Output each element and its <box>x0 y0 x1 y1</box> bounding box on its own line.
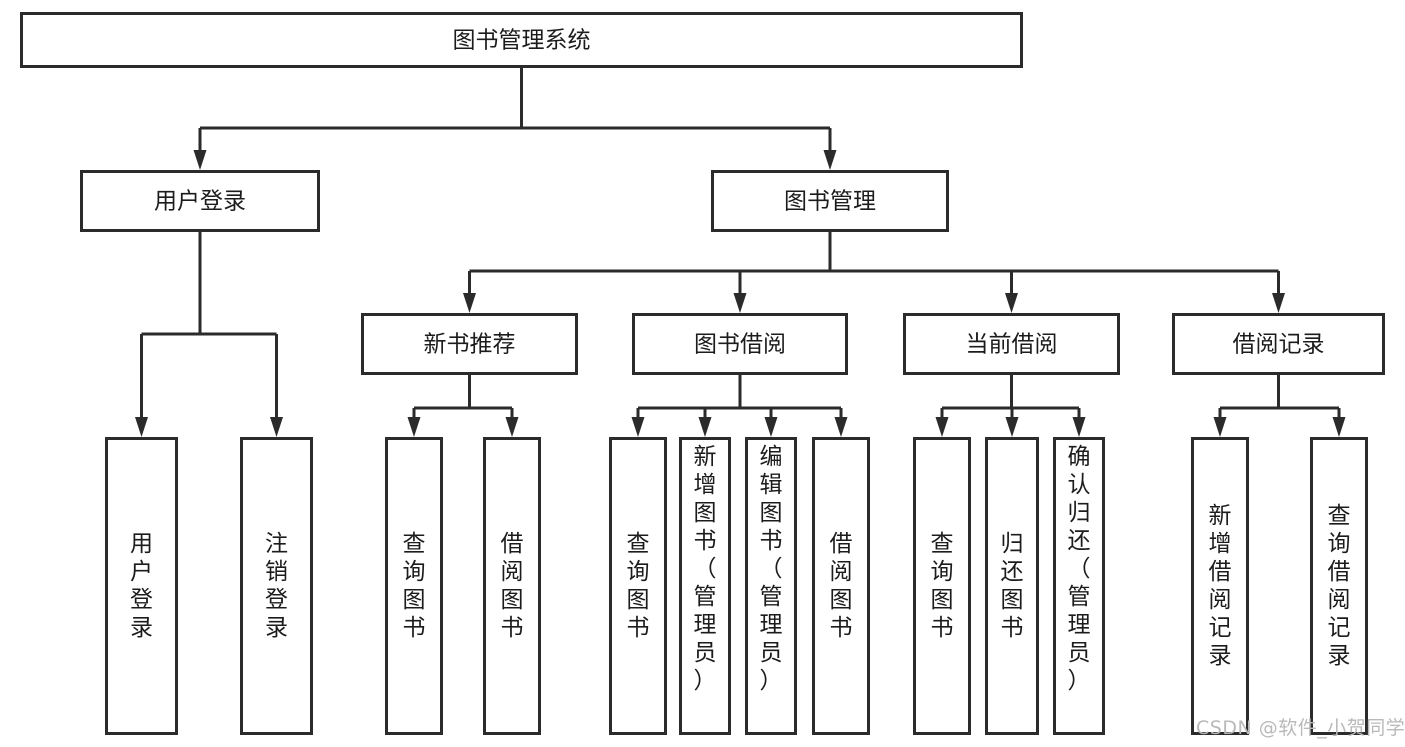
arrow-head-book-borrow <box>733 293 747 313</box>
node-box-leaf-query-book-rec <box>385 437 443 735</box>
node-label-root: 图书管理系统 <box>453 28 591 54</box>
arrow-head-leaf-query-book-borrow <box>631 417 645 437</box>
arrow-head-new-book-rec <box>463 293 476 313</box>
csdn-watermark: CSDN @软件_小贺同学 <box>1196 717 1405 739</box>
node-label-book-manage: 图书管理 <box>784 189 876 215</box>
node-label-borrow-record: 借阅记录 <box>1233 332 1325 358</box>
arrow-head-leaf-borrow-book <box>834 417 848 437</box>
node-box-leaf-add-record <box>1191 437 1249 735</box>
arrow-head-leaf-borrow-book-rec <box>505 417 519 437</box>
connector-layer <box>135 68 1346 437</box>
node-box-leaf-confirm-return <box>1053 437 1105 735</box>
arrow-head-leaf-query-record <box>1332 417 1346 437</box>
node-box-leaf-user-login <box>105 437 178 735</box>
node-box-leaf-user-logout <box>240 437 313 735</box>
node-rect-layer <box>20 12 1385 735</box>
node-box-leaf-add-book <box>679 437 731 735</box>
arrow-head-book-manage <box>823 150 837 170</box>
node-box-current-borrow <box>903 313 1120 375</box>
node-box-book-borrow <box>632 313 848 375</box>
node-box-leaf-borrow-book-rec <box>483 437 541 735</box>
node-box-leaf-return-book <box>985 437 1039 735</box>
node-box-leaf-borrow-book <box>812 437 870 735</box>
arrow-head-leaf-add-record <box>1213 417 1227 437</box>
node-label-user-login: 用户登录 <box>154 189 246 215</box>
arrow-head-leaf-return-book <box>1005 417 1019 437</box>
node-box-leaf-query-record <box>1310 437 1368 735</box>
node-box-leaf-edit-book <box>745 437 797 735</box>
node-label-book-borrow: 图书借阅 <box>694 332 786 358</box>
arrow-head-leaf-query-book-cur <box>935 417 949 437</box>
node-box-root <box>20 12 1023 68</box>
arrow-head-current-borrow <box>1005 293 1018 313</box>
node-box-borrow-record <box>1172 313 1385 375</box>
arrow-head-leaf-edit-book <box>764 417 778 437</box>
arrow-head-user-login <box>193 150 207 170</box>
node-box-leaf-query-book-cur <box>913 437 971 735</box>
arrow-head-leaf-query-book-rec <box>407 417 421 437</box>
node-label-new-book-rec: 新书推荐 <box>424 332 516 358</box>
arrow-head-leaf-add-book <box>698 417 712 437</box>
node-box-leaf-query-book-borrow <box>609 437 667 735</box>
node-box-new-book-rec <box>361 313 578 375</box>
arrow-head-leaf-confirm-return <box>1072 417 1086 437</box>
arrow-head-leaf-user-logout <box>270 417 283 437</box>
node-box-user-login <box>80 170 320 232</box>
arrow-head-leaf-user-login <box>135 417 148 437</box>
arrow-head-borrow-record <box>1272 293 1285 313</box>
node-label-current-borrow: 当前借阅 <box>966 332 1058 358</box>
node-box-book-manage <box>711 170 949 232</box>
